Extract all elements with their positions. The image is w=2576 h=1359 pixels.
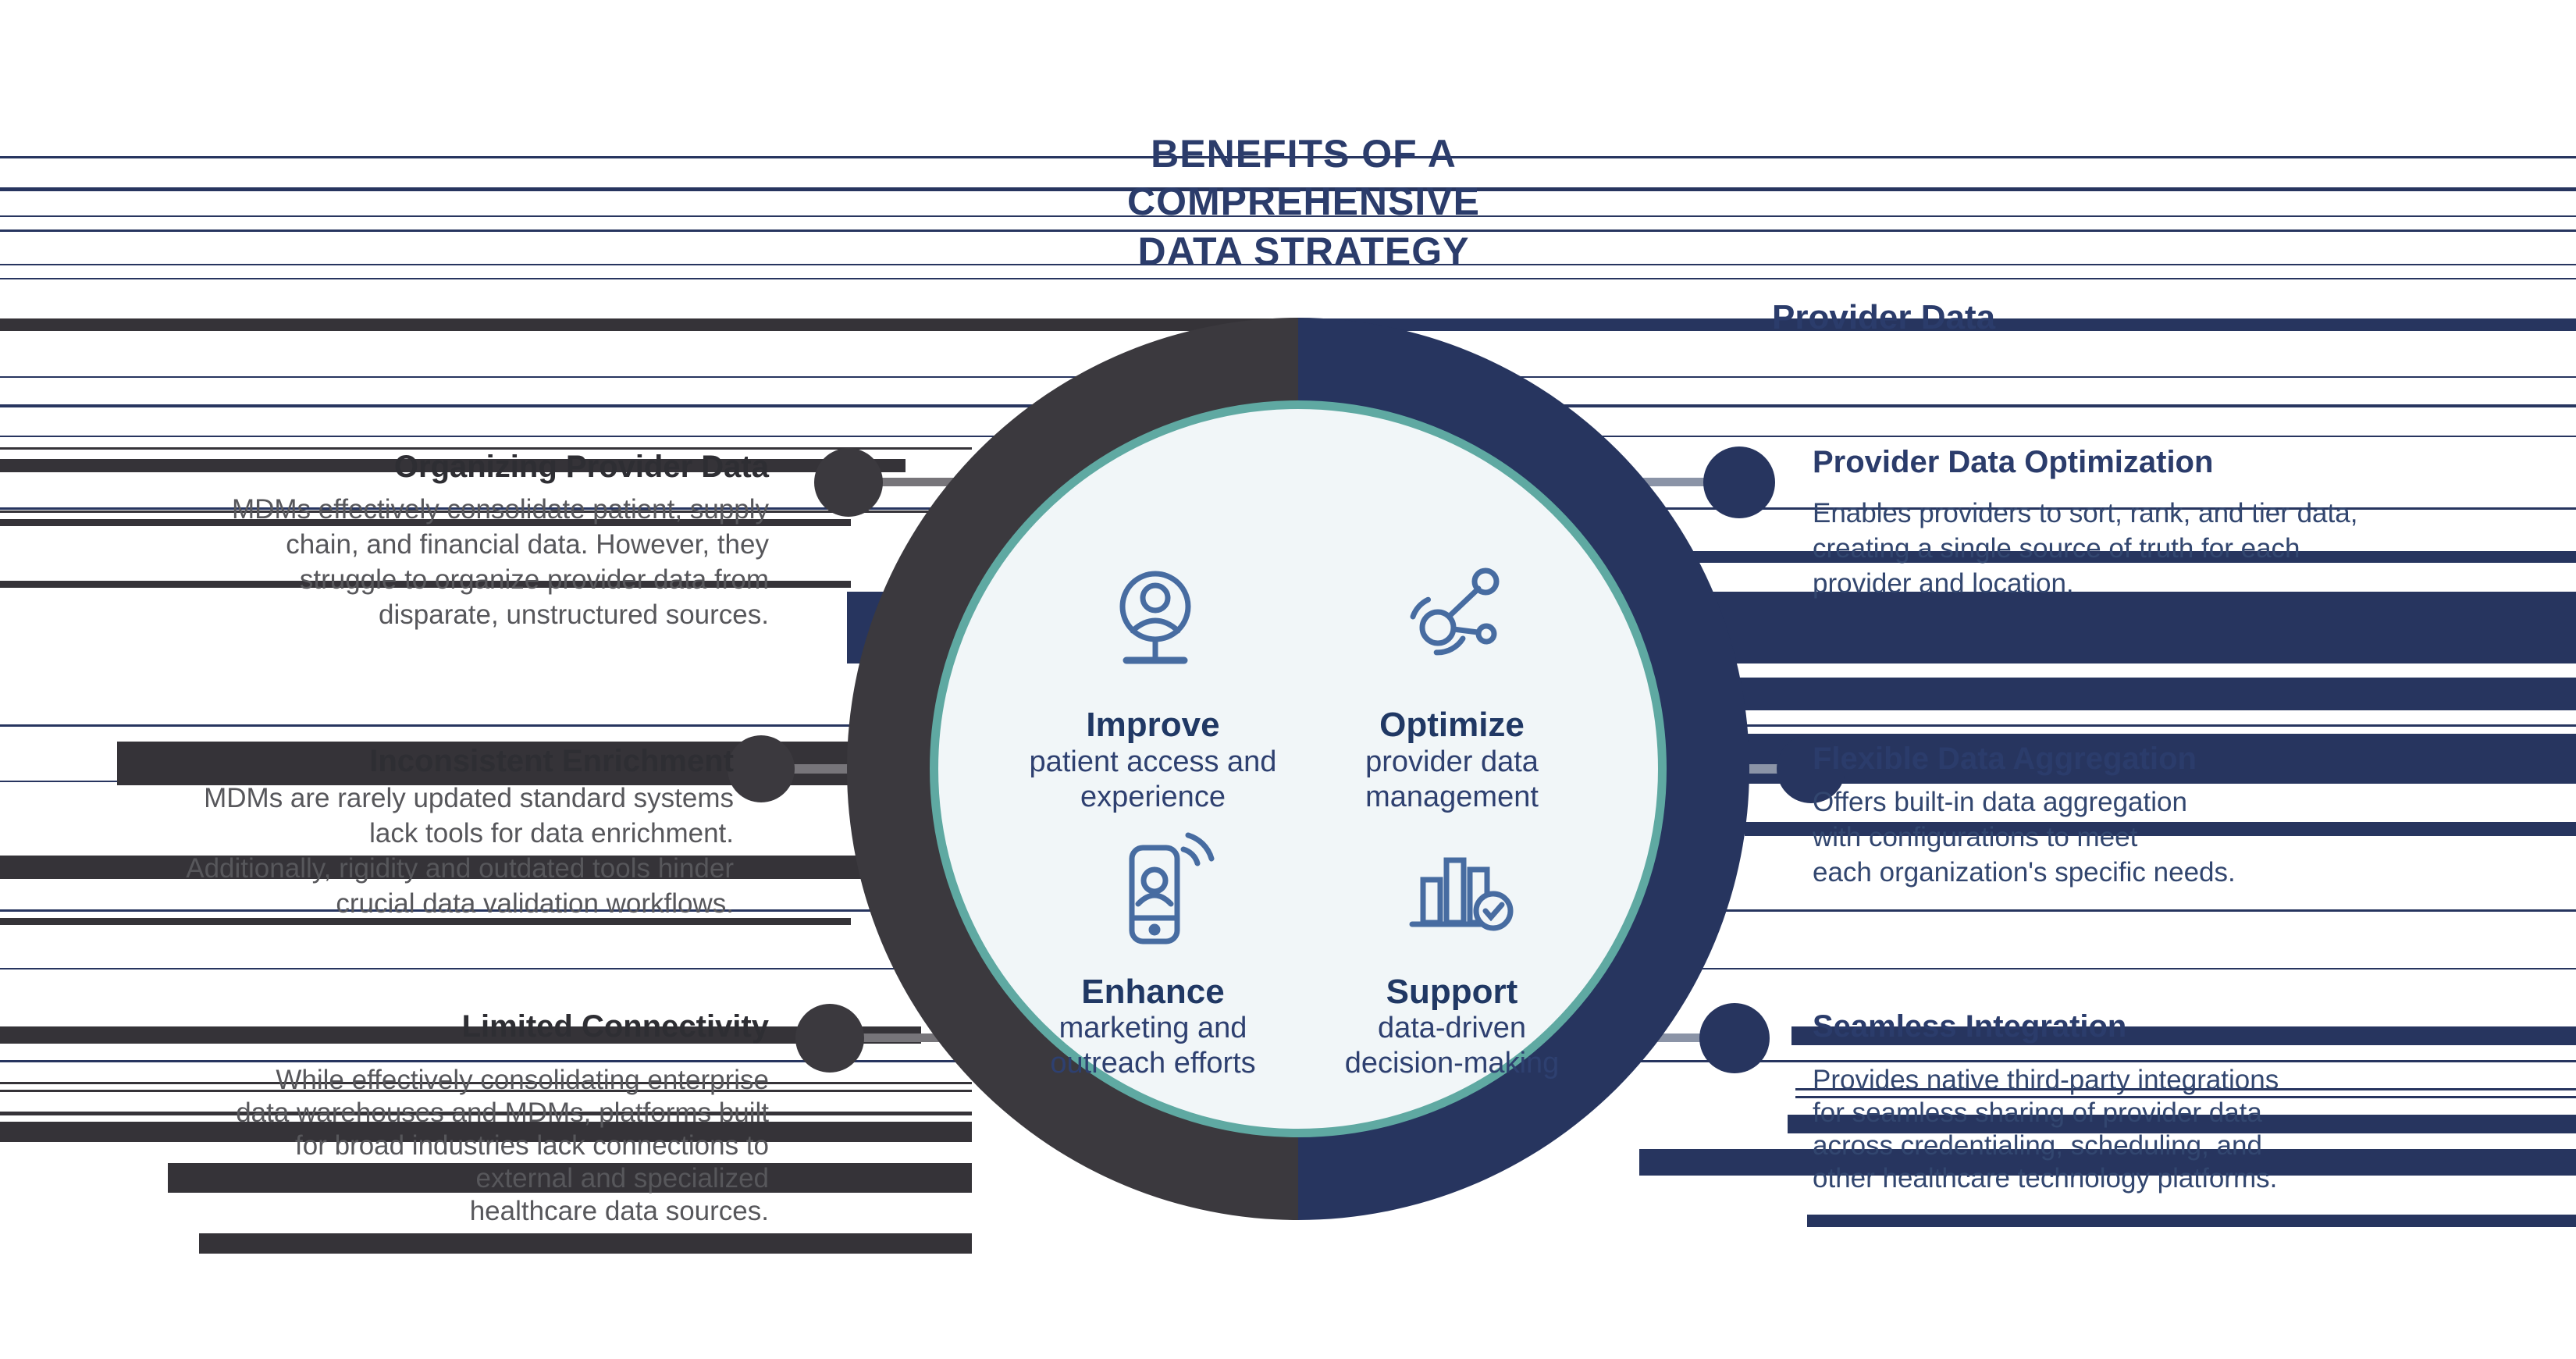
title-line-2: COMPREHENSIVE (1127, 180, 1480, 223)
connector-dot (1703, 446, 1775, 518)
glitch-stripe (1639, 1149, 2576, 1176)
right-block-2-line: Offers built-in data aggregation (1813, 787, 2187, 817)
mobile-outreach-icon (1129, 832, 1215, 945)
left-block-1-line: chain, and financial data. However, they (286, 529, 769, 560)
glitch-stripe (0, 1112, 972, 1115)
glitch-stripe (1788, 1115, 2576, 1133)
left-block-2-heading: Inconsistent Enrichment (369, 744, 734, 778)
benefit-support-sub1: data-driven (1377, 1012, 1527, 1044)
benefit-optimize-label: Optimize (1379, 706, 1525, 744)
glitch-stripe (0, 856, 909, 879)
chart-check-icon (1409, 857, 1514, 931)
right-block-2-line: each organization's specific needs. (1813, 857, 2236, 888)
right-block-1-line: provider and location. (1813, 568, 2074, 599)
connector-dot (814, 448, 883, 517)
benefits-inner-circle (930, 400, 1667, 1137)
glitch-stripe (1795, 1088, 2576, 1090)
left-block-2-line: crucial data validation workflows. (336, 888, 734, 919)
glitch-stripe (0, 215, 2576, 217)
left-block-3-heading: Limited Connectivity (461, 1009, 769, 1044)
glitch-stripe (0, 1082, 972, 1084)
glitch-stripe (0, 1090, 972, 1092)
patient-access-icon (1119, 571, 1191, 664)
provider-data-header: Provider Data (1772, 298, 1996, 336)
glitch-stripe (0, 918, 851, 925)
left-block-1-heading: Organizing Provider Data (393, 450, 769, 484)
left-block-3-line: data warehouses and MDMs, platforms buil… (236, 1098, 769, 1128)
glitch-stripe (0, 459, 906, 472)
glitch-stripe (199, 1233, 972, 1254)
benefit-enhance-label: Enhance (1081, 973, 1225, 1011)
right-block-3-line: across credentialing, scheduling, and (1813, 1130, 2262, 1161)
left-block-3-line: While effectively consolidating enterpri… (276, 1065, 769, 1095)
connector-dot (728, 735, 795, 802)
benefit-enhance-sub1: marketing and (1059, 1012, 1247, 1044)
benefit-optimize-sub2: management (1365, 781, 1539, 813)
right-block-2-heading: Flexible Data Aggregation (1813, 742, 2197, 776)
right-block-3-line: for seamless sharing of provider data (1813, 1098, 2262, 1128)
right-block-1-heading: Provider Data Optimization (1813, 445, 2214, 479)
benefit-improve-sub2: experience (1080, 781, 1226, 813)
benefit-improve-label: Improve (1086, 706, 1220, 744)
benefit-optimize-sub1: provider data (1365, 745, 1539, 778)
benefit-enhance-sub2: outreach efforts (1050, 1047, 1256, 1080)
title-line-3: DATA STRATEGY (1137, 229, 1470, 273)
glitch-stripe (1791, 1026, 2576, 1045)
benefit-support-label: Support (1386, 973, 1518, 1011)
glitch-stripe (0, 447, 972, 450)
right-block-1-line: Enables providers to sort, rank, and tie… (1813, 498, 2358, 528)
glitch-stripe (0, 581, 851, 588)
glitch-stripe (0, 156, 2576, 158)
connector-dot (795, 1004, 864, 1073)
left-block-1-line: MDMs effectively consolidate patient, su… (231, 494, 769, 525)
glitch-stripe (0, 1122, 972, 1142)
right-block-2-line: with configurations to meet (1813, 822, 2138, 852)
glitch-stripe (0, 511, 972, 513)
left-block-1-line: struggle to organize provider data from (299, 564, 769, 595)
left-block-3-line: external and specialized (475, 1163, 769, 1194)
right-block-3-heading: Seamless Integration (1813, 1009, 2127, 1044)
glitch-stripe (1745, 734, 2576, 784)
left-block-3-line: healthcare data sources. (469, 1196, 769, 1226)
glitch-stripe (168, 1163, 972, 1193)
connector-dot (1699, 1003, 1770, 1073)
glitch-stripe (1795, 1096, 2576, 1098)
title-line-1: BENEFITS OF A (1151, 132, 1457, 176)
glitch-stripe (1807, 1215, 2576, 1227)
left-block-1-line: disparate, unstructured sources. (379, 599, 769, 630)
glitch-stripe (0, 264, 2576, 265)
glitch-stripe (0, 229, 2576, 232)
benefit-improve-sub1: patient access and (1029, 745, 1277, 778)
glitch-stripe (0, 278, 2576, 279)
glitch-stripe (1745, 822, 2576, 836)
left-block-2-line: lack tools for data enrichment. (369, 818, 734, 848)
glitch-stripe (0, 519, 851, 526)
connector-dot (1777, 735, 1845, 803)
benefit-support-sub2: decision-making (1344, 1047, 1560, 1080)
left-block-2-line: Additionally, rigidity and outdated tool… (186, 853, 734, 884)
left-block-2-line: MDMs are rarely updated standard systems (204, 783, 734, 813)
right-block-1-line: creating a single source of truth for ea… (1813, 533, 2300, 564)
glitch-stripe (0, 187, 2576, 191)
glitch-stripe (0, 1026, 921, 1044)
data-network-icon (1410, 567, 1500, 656)
left-block-3-line: for broad industries lack connections to (295, 1130, 769, 1161)
right-block-3-line: Provides native third-party integrations (1813, 1065, 2279, 1095)
right-block-3-line: other healthcare technology platforms. (1813, 1163, 2278, 1194)
